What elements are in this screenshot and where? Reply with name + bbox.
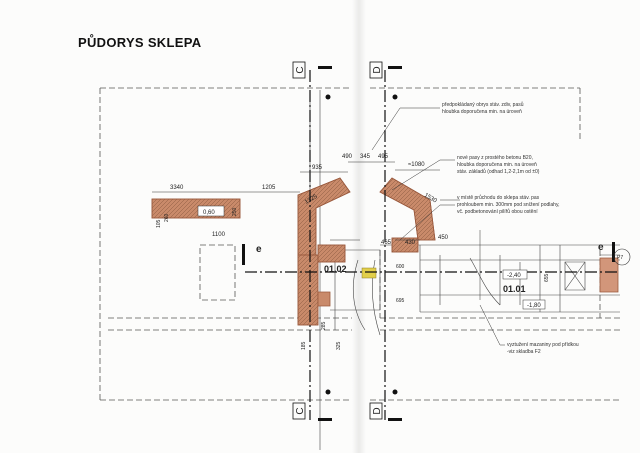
level-box-060 xyxy=(197,205,225,217)
note-leaders xyxy=(371,107,505,346)
section-e-left-label: e xyxy=(256,244,262,255)
dim-495: 495 xyxy=(378,154,389,160)
section-c-bottom-label: C xyxy=(295,407,306,414)
dim-285: 285 xyxy=(321,321,327,330)
room-0102: 01.02 xyxy=(324,264,347,274)
dim-465: 465 xyxy=(381,240,392,246)
page-fold xyxy=(352,0,366,453)
note-1-line-1: předpokládaný obrys stáv. zdiv, pasů xyxy=(442,101,524,108)
dim-935: 935 xyxy=(312,165,323,171)
yellow-marker xyxy=(361,267,377,279)
section-d-top-label: D xyxy=(372,66,383,73)
note-3: v místě průchodu do sklepa stáv. pas pro… xyxy=(457,194,559,215)
dim-600: 600 xyxy=(396,264,405,270)
note-4-line-2: -viz skladba F2 xyxy=(507,349,541,355)
note-3-line-1: v místě průchodu do sklepa stáv. pas xyxy=(457,194,540,201)
edge-marker-label: P7 xyxy=(617,255,623,261)
dim-655: 655 xyxy=(544,273,550,282)
note-3-line-2: prohloubem min. 300mm pod snížení podlah… xyxy=(457,202,559,208)
level-box-180 xyxy=(522,299,546,310)
existing-outline xyxy=(99,87,620,401)
dim-105: 105 xyxy=(156,219,162,228)
dim-345: 345 xyxy=(360,154,371,160)
edge-marker-circle xyxy=(613,248,631,266)
dim-1080: ≈1080 xyxy=(408,162,425,168)
new-foundation-walls xyxy=(151,177,619,326)
dim-260: 260 xyxy=(164,213,170,222)
level-box-240 xyxy=(502,269,528,280)
section-d-top-box xyxy=(369,61,383,79)
section-d-bottom-box xyxy=(369,402,383,420)
note-3-line-3: vč. podbetonování pilířů obou ostění xyxy=(457,208,538,215)
note-2-line-2: hloubka doporučena min. na úroveň xyxy=(457,162,537,168)
dim-250: 250 xyxy=(232,207,238,216)
note-1-line-2: hloubka doporučena min. na úroveň xyxy=(442,109,522,115)
plan-lines xyxy=(309,90,620,450)
level-240: -2,40 xyxy=(507,273,521,279)
section-e-right-label: e xyxy=(598,242,604,253)
section-lines xyxy=(245,70,620,420)
dim-490: 490 xyxy=(342,154,353,160)
section-c-top-box xyxy=(292,61,306,79)
dim-1100: 1100 xyxy=(212,232,226,238)
note-4: vyztužení mazaniny pod přídkou -viz skla… xyxy=(507,342,579,355)
section-c-bottom-box xyxy=(292,402,306,420)
level-180: -1,80 xyxy=(527,303,541,309)
room-0101: 01.01 xyxy=(503,284,526,294)
dim-3340: 3340 xyxy=(170,185,184,191)
dim-1205: 1205 xyxy=(262,185,276,191)
dim-185: 185 xyxy=(301,341,307,350)
page-title: PŮDORYS SKLEPA xyxy=(78,35,202,50)
section-d-bottom-label: D xyxy=(372,407,383,414)
dim-325: 325 xyxy=(336,341,342,350)
note-2-line-1: nové pasy z prostého betonu B20, xyxy=(457,155,533,161)
dimension-lines xyxy=(152,161,481,300)
section-c-top-label: C xyxy=(295,66,306,73)
note-1: předpokládaný obrys stáv. zdiv, pasů hlo… xyxy=(442,101,524,115)
note-4-line-1: vyztužení mazaniny pod přídkou xyxy=(507,342,579,348)
section-arrows xyxy=(242,66,615,421)
dim-695: 695 xyxy=(396,298,405,304)
dim-430: 430 xyxy=(405,240,416,246)
dim-450: 450 xyxy=(438,235,449,241)
level-060: 0,60 xyxy=(203,210,215,216)
note-2: nové pasy z prostého betonu B20, hloubka… xyxy=(457,155,540,175)
note-2-line-3: stáv. základů (odhad 1,2-2,1m od ±0) xyxy=(457,168,540,175)
